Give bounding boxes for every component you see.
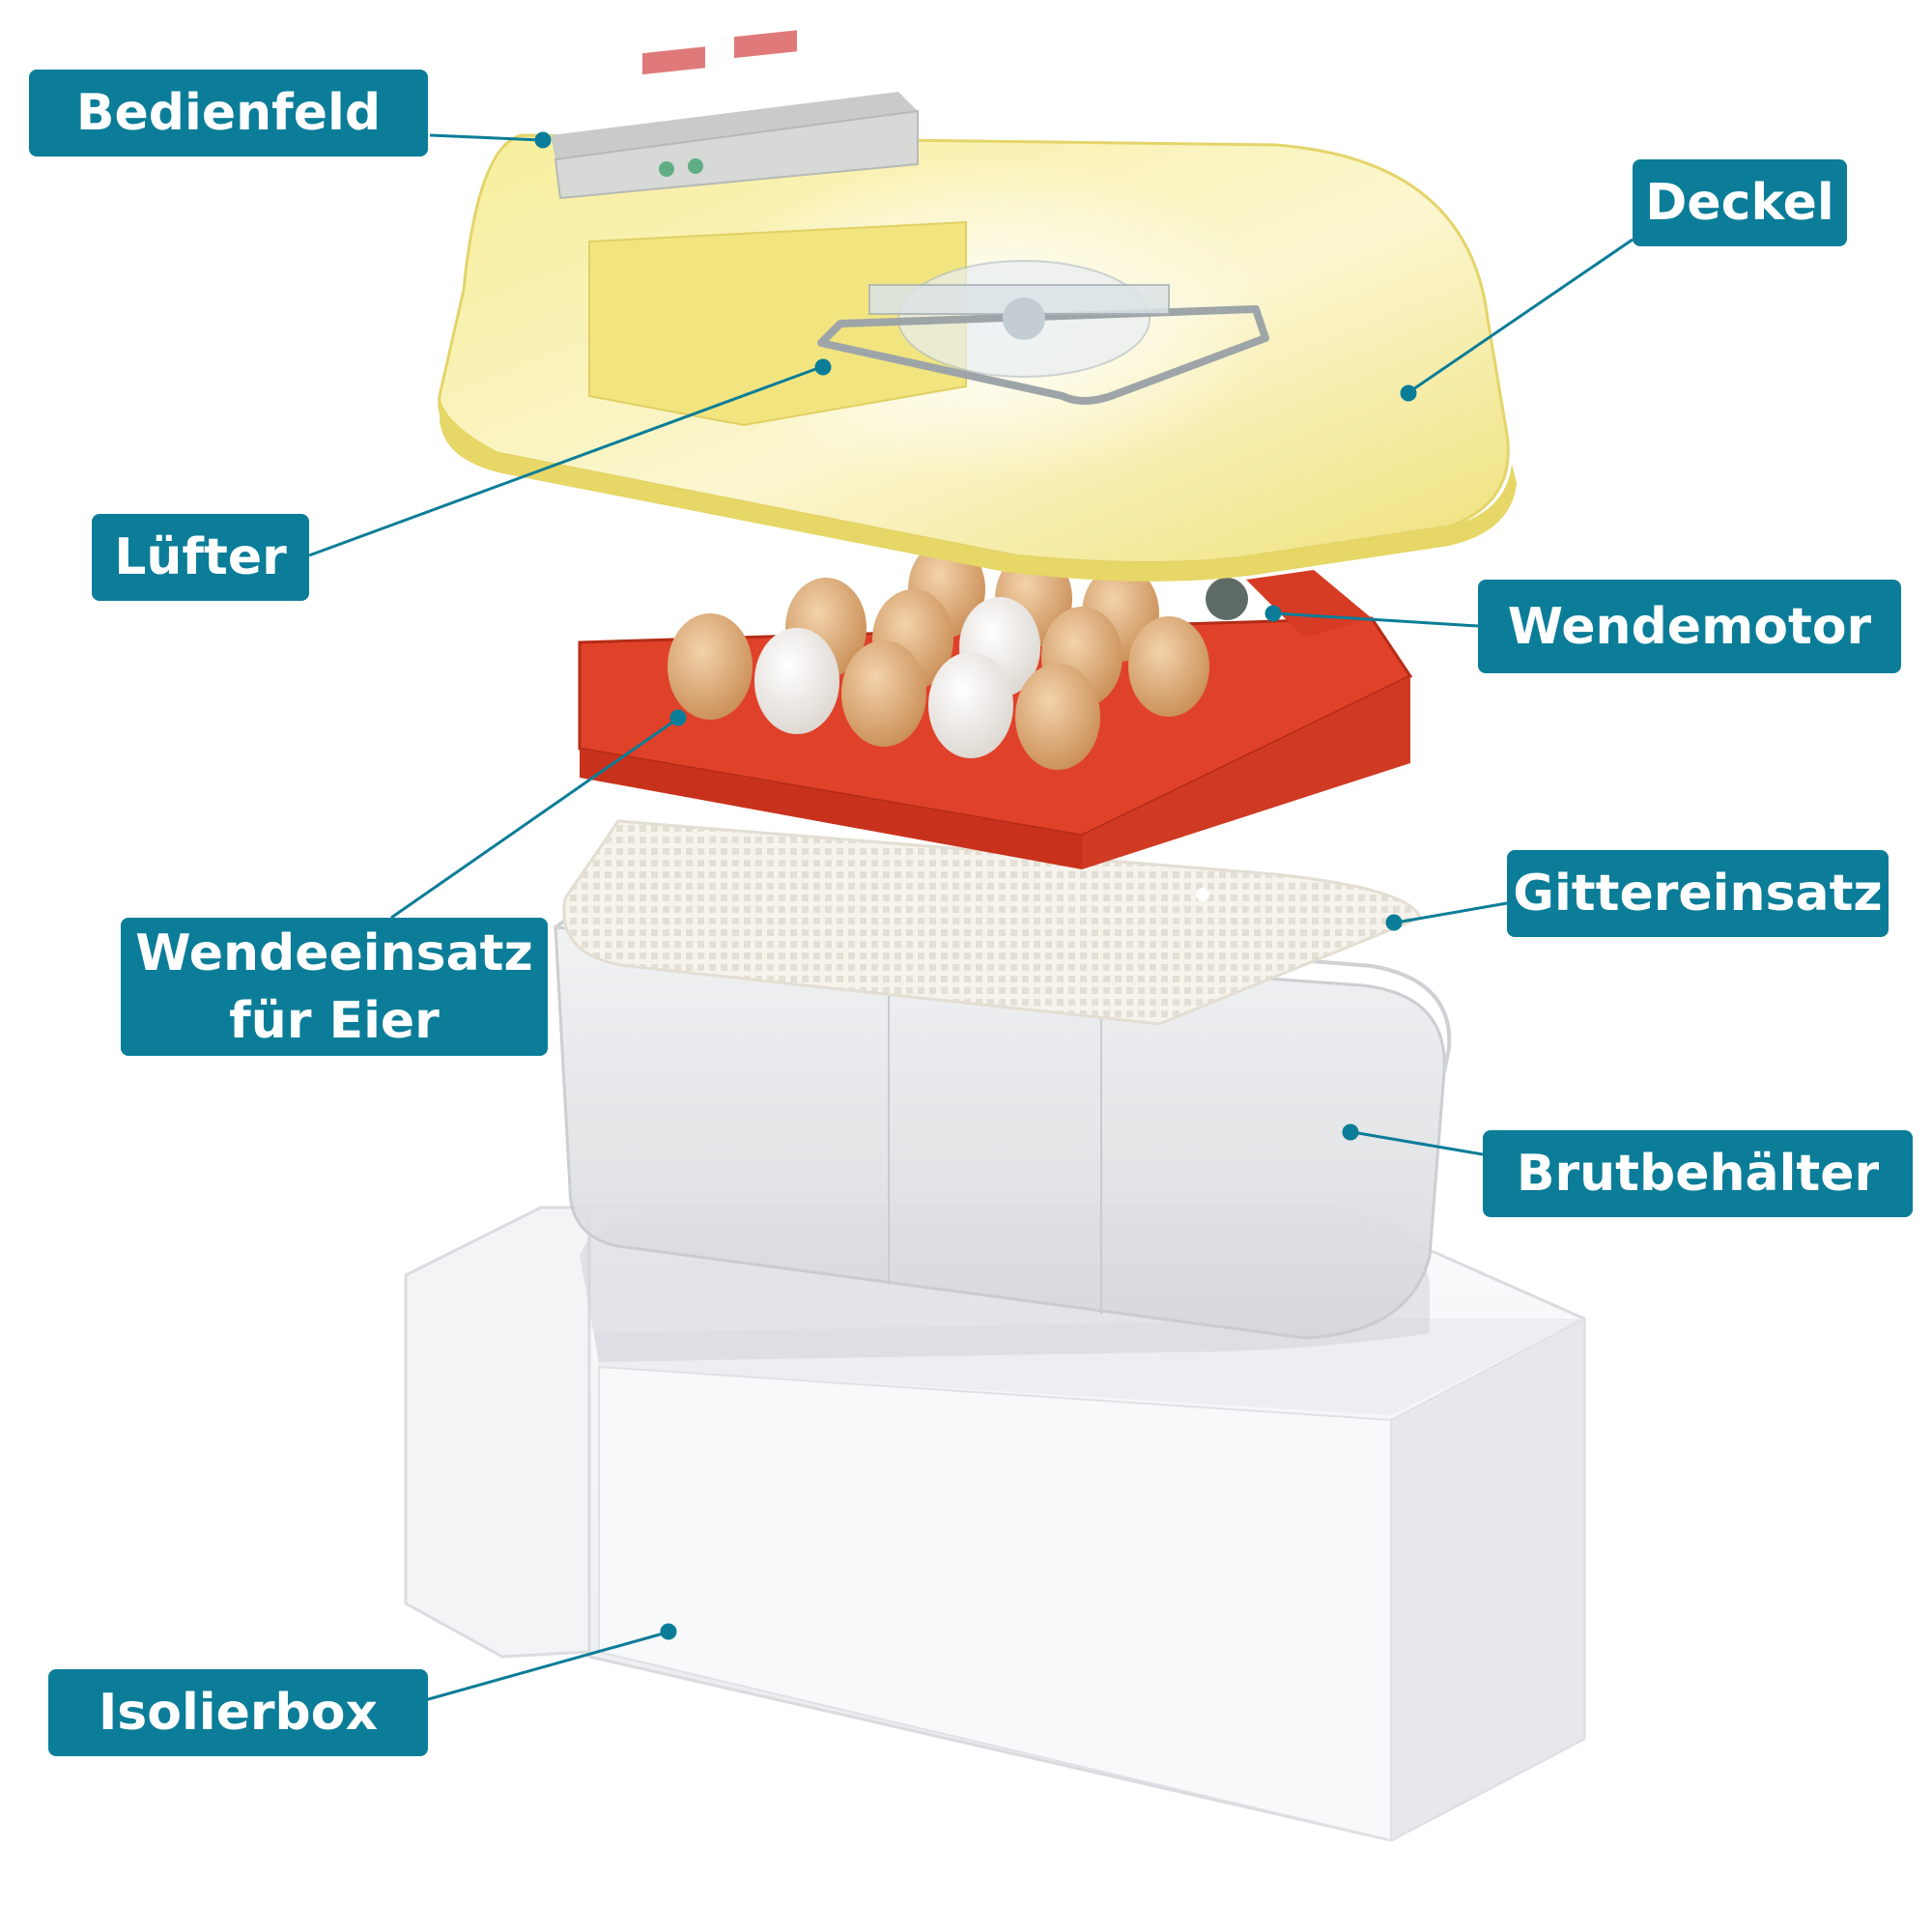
egg	[668, 613, 753, 720]
incubation-tray	[554, 900, 1452, 1340]
control-panel	[551, 30, 919, 200]
leader-line-incubation-tray	[1351, 1130, 1484, 1156]
panel-button	[688, 158, 703, 174]
leader-line-egg-turner	[390, 718, 677, 920]
egg	[1015, 664, 1100, 770]
leader-dot-turning-motor	[1264, 605, 1282, 622]
mesh-insert	[562, 819, 1422, 1026]
leader-dot-mesh-insert	[1385, 914, 1403, 931]
egg	[841, 640, 926, 747]
leader-dot-egg-turner	[669, 709, 687, 726]
leader-line-mesh-insert	[1395, 901, 1508, 924]
insulation-box	[404, 1206, 1586, 1842]
leader-dot-insulation-box	[660, 1623, 677, 1640]
label-fan: Lüfter	[92, 514, 309, 601]
leader-line-control-panel	[429, 133, 542, 142]
humidity-display	[734, 30, 797, 59]
lid	[438, 30, 1517, 582]
egg	[928, 652, 1013, 758]
leader-line-lid	[1409, 238, 1634, 393]
leader-line-insulation-box	[424, 1631, 668, 1702]
label-mesh-insert: Gittereinsatz	[1507, 850, 1889, 937]
leader-dot-incubation-tray	[1342, 1123, 1359, 1141]
label-egg-turner: Wendeeinsatz für Eier	[121, 918, 548, 1056]
panel-button	[659, 161, 674, 177]
leader-lines	[308, 131, 1634, 1702]
label-control-panel: Bedienfeld	[29, 70, 428, 156]
fan	[817, 260, 1269, 405]
leader-dot-lid	[1400, 384, 1417, 402]
leader-dot-control-panel	[534, 131, 552, 149]
leader-line-fan	[308, 365, 822, 557]
egg	[1128, 616, 1209, 717]
egg	[754, 628, 839, 734]
eggs	[668, 541, 1209, 770]
label-egg-turner-line1: Wendeeinsatz	[135, 923, 533, 982]
label-egg-turner-line2: für Eier	[229, 991, 440, 1050]
label-lid: Deckel	[1633, 159, 1847, 246]
label-incubation-tray: Brutbehälter	[1483, 1130, 1913, 1217]
temperature-display	[642, 46, 705, 75]
leader-line-turning-motor	[1274, 611, 1479, 628]
leader-dot-fan	[814, 358, 832, 376]
label-insulation-box: Isolierbox	[48, 1669, 428, 1756]
label-turning-motor: Wendemotor	[1478, 580, 1901, 673]
